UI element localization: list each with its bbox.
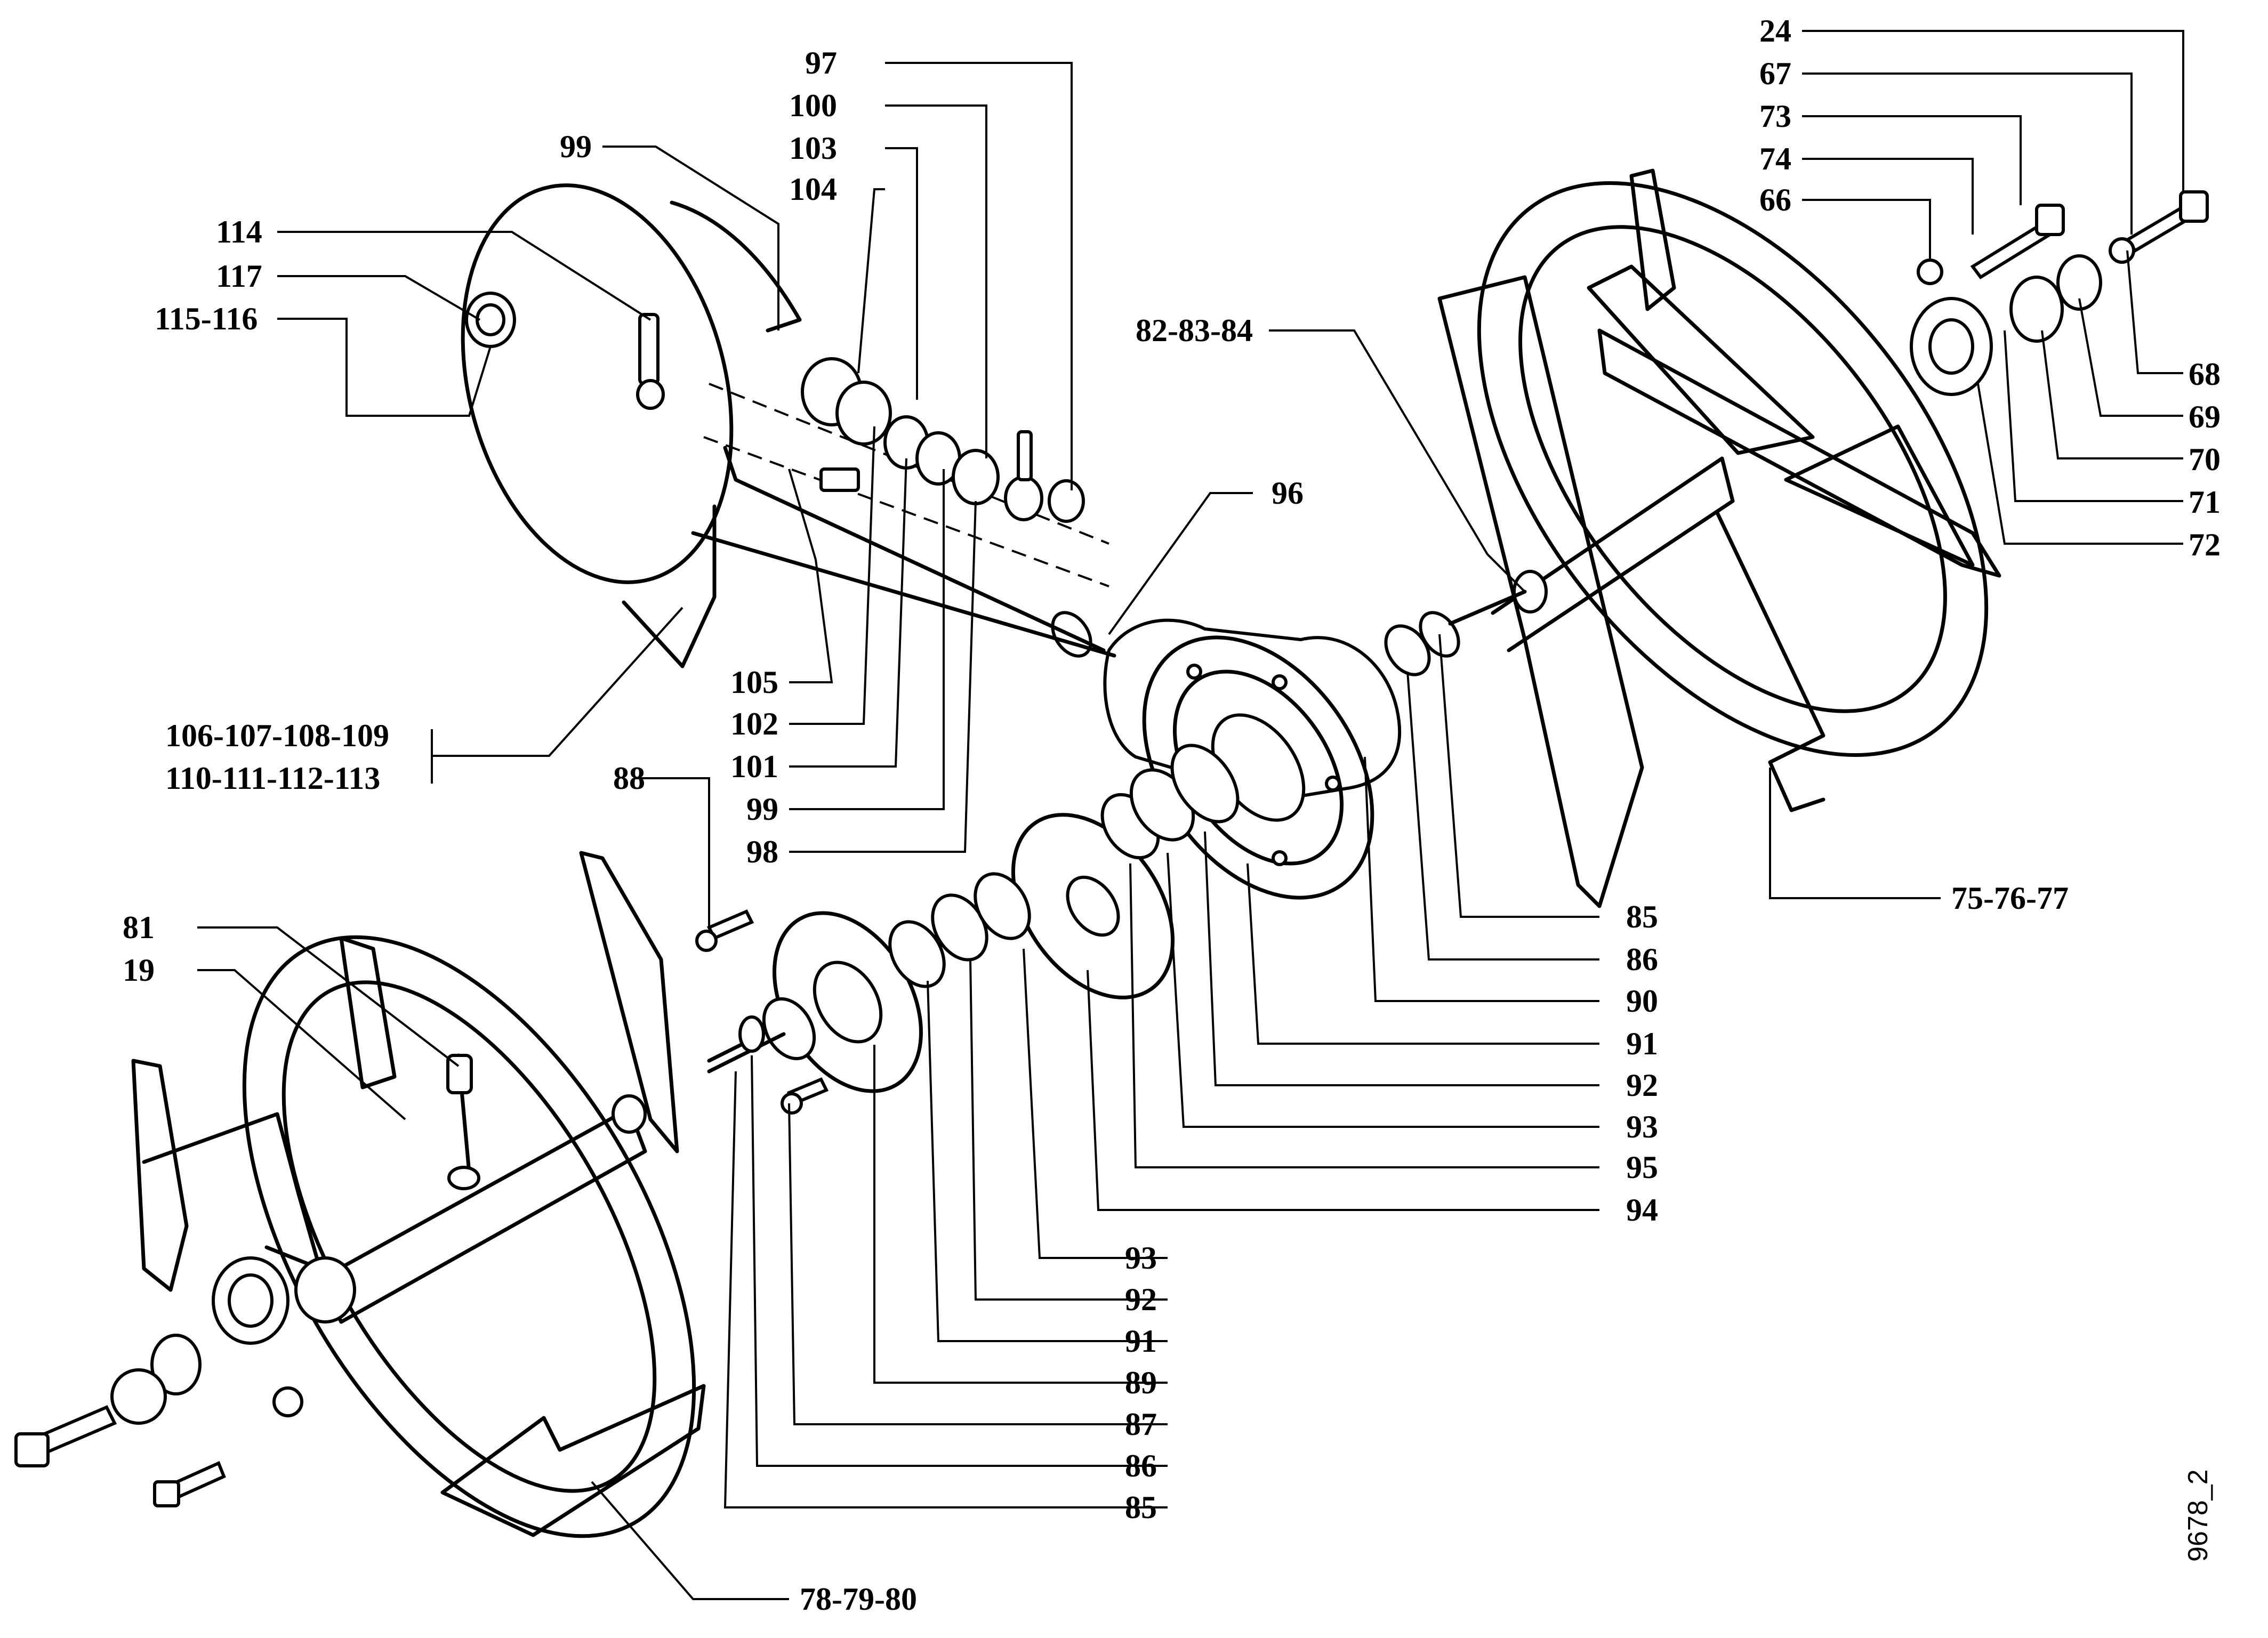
callout-68: 68 bbox=[2189, 357, 2221, 392]
callout-99-top: 99 bbox=[560, 129, 592, 164]
callout-93-right: 93 bbox=[1626, 1109, 1658, 1144]
callout-99-mid: 99 bbox=[746, 792, 778, 827]
callout-67: 67 bbox=[1759, 56, 1791, 91]
callout-95: 95 bbox=[1626, 1150, 1658, 1185]
callout-72: 72 bbox=[2189, 527, 2221, 562]
callout-85-bottom: 85 bbox=[1125, 1490, 1157, 1525]
callout-91-right: 91 bbox=[1626, 1026, 1658, 1061]
figure-code: 9678_2 bbox=[2183, 1469, 2214, 1562]
callout-74: 74 bbox=[1759, 141, 1791, 176]
lower-flange-group bbox=[695, 872, 1031, 1115]
left-auger-assembly bbox=[131, 851, 706, 1538]
callout-labels: 24 67 73 74 66 68 69 70 71 72 97 100 103… bbox=[123, 13, 2221, 1617]
callout-94: 94 bbox=[1626, 1192, 1658, 1228]
callout-78-79-80: 78-79-80 bbox=[800, 1581, 917, 1617]
callout-104: 104 bbox=[789, 172, 837, 207]
callout-82-83-84: 82-83-84 bbox=[1136, 313, 1253, 348]
callout-105: 105 bbox=[730, 665, 778, 700]
callout-66: 66 bbox=[1759, 182, 1791, 217]
callout-85-right: 85 bbox=[1626, 899, 1658, 934]
callout-81: 81 bbox=[123, 910, 155, 945]
callout-90: 90 bbox=[1626, 983, 1658, 1019]
callout-101: 101 bbox=[730, 749, 778, 784]
callout-110-113: 110-111-112-113 bbox=[165, 761, 380, 796]
callout-92-bottom: 92 bbox=[1125, 1282, 1157, 1317]
callout-103: 103 bbox=[789, 131, 837, 166]
callout-88: 88 bbox=[613, 761, 645, 796]
callout-98: 98 bbox=[746, 834, 778, 869]
callout-96: 96 bbox=[1272, 475, 1304, 511]
callout-91-bottom: 91 bbox=[1125, 1324, 1157, 1359]
callout-73: 73 bbox=[1759, 99, 1791, 134]
callout-117: 117 bbox=[216, 259, 262, 294]
left-end-bearing-group bbox=[14, 1256, 303, 1507]
bearing-chain bbox=[1011, 590, 1527, 999]
callout-115-116: 115-116 bbox=[155, 301, 258, 336]
callout-75-76-77: 75-76-77 bbox=[1951, 881, 2069, 916]
callout-102: 102 bbox=[730, 706, 778, 741]
callout-89: 89 bbox=[1125, 1365, 1157, 1400]
callout-86-right: 86 bbox=[1626, 942, 1658, 977]
callout-114: 114 bbox=[216, 214, 262, 249]
callout-70: 70 bbox=[2189, 442, 2221, 477]
callout-100: 100 bbox=[789, 88, 837, 123]
callout-71: 71 bbox=[2189, 485, 2221, 520]
right-end-cap-group bbox=[1910, 190, 2209, 396]
chute-housing-group bbox=[461, 183, 1116, 668]
right-auger-assembly bbox=[1437, 168, 2001, 908]
callout-97: 97 bbox=[805, 45, 837, 80]
callout-106-109: 106-107-108-109 bbox=[165, 718, 389, 753]
callout-92-right: 92 bbox=[1626, 1068, 1658, 1103]
callout-87: 87 bbox=[1125, 1407, 1157, 1442]
callout-19: 19 bbox=[123, 953, 155, 988]
callout-86-bottom: 86 bbox=[1125, 1448, 1157, 1483]
leader-lines bbox=[197, 30, 2184, 1600]
callout-69: 69 bbox=[2189, 399, 2221, 434]
callout-93-bottom: 93 bbox=[1125, 1240, 1157, 1276]
callout-24: 24 bbox=[1759, 13, 1791, 49]
